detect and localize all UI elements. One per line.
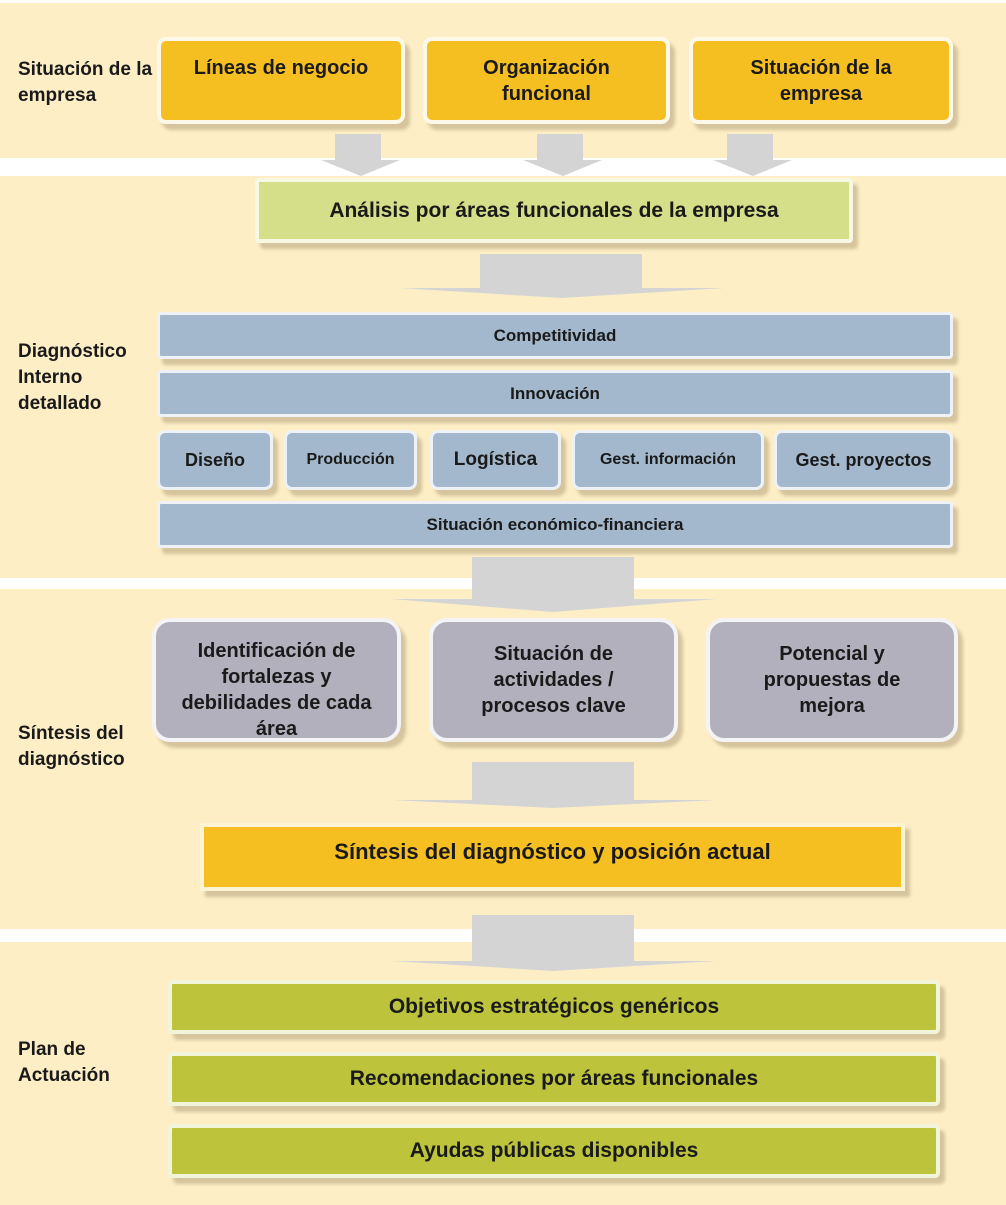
potencial-label: Potencial y propuestas de mejora: [763, 643, 901, 717]
label-plan: Plan de Actuación: [18, 1039, 110, 1086]
gest-proyectos-label: Gest. proyectos: [795, 449, 932, 470]
ayudas-label: Ayudas públicas disponibles: [409, 1139, 699, 1162]
arrow-4-icon: [400, 254, 724, 298]
box-gest-informacion: Gest. información: [572, 430, 764, 490]
arrow-2-icon: [523, 134, 602, 176]
situacion-label: Situación de la empresa: [750, 56, 892, 105]
situacion-ef-label: Situación económico-financiera: [426, 514, 684, 534]
actividades-label: Situación de actividades / procesos clav…: [481, 643, 626, 717]
analisis-label: Análisis por áreas funcionales de la emp…: [329, 198, 779, 222]
box-logistica: Logística: [430, 430, 561, 490]
box-potencial: Potencial y propuestas de mejora: [706, 618, 958, 742]
objetivos-label: Objetivos estratégicos genéricos: [388, 995, 720, 1018]
box-ayudas: Ayudas públicas disponibles: [168, 1124, 940, 1178]
row-competitividad: Competitividad: [157, 312, 953, 359]
innovacion-label: Innovación: [510, 383, 600, 403]
row-innovacion: Innovación: [157, 370, 953, 417]
label-situacion: Situación de la empresa: [18, 59, 153, 106]
produccion-label: Producción: [306, 451, 395, 468]
box-actividades: Situación de actividades / procesos clav…: [429, 618, 678, 742]
lineas-label: Líneas de negocio: [193, 57, 369, 79]
box-produccion: Producción: [284, 430, 417, 490]
label-sintesis: Síntesis del diagnóstico: [18, 723, 125, 770]
arrow-6-icon: [392, 762, 716, 808]
box-sintesis-actual: Síntesis del diagnóstico y posición actu…: [200, 823, 905, 891]
gest-informacion-label: Gest. información: [599, 451, 737, 468]
logistica-label: Logística: [453, 449, 538, 470]
row-situacion-economico-financiera: Situación económico-financiera: [157, 501, 953, 548]
label-diagnostico: Diagnóstico Interno detallado: [18, 341, 127, 414]
recomendaciones-label: Recomendaciones por áreas funcionales: [349, 1067, 759, 1090]
box-identificacion: Identificación de fortalezas y debilidad…: [152, 618, 401, 742]
box-organizacion-funcional: Organización funcional: [423, 37, 670, 124]
box-diseno: Diseño: [157, 430, 273, 490]
identificacion-label: Identificación de fortalezas y debilidad…: [181, 640, 372, 740]
arrow-5-icon: [392, 557, 716, 612]
box-analisis: Análisis por áreas funcionales de la emp…: [255, 178, 853, 243]
arrow-1-icon: [321, 134, 400, 176]
box-gest-proyectos: Gest. proyectos: [774, 430, 953, 490]
box-recomendaciones: Recomendaciones por áreas funcionales: [168, 1052, 940, 1106]
organizacion-label: Organización funcional: [483, 56, 610, 105]
box-lineas-negocio: Líneas de negocio: [157, 37, 405, 124]
diseno-label: Diseño: [184, 449, 245, 470]
box-situacion-empresa: Situación de la empresa: [689, 37, 953, 124]
sintesis-actual-label: Síntesis del diagnóstico y posición actu…: [334, 839, 771, 864]
box-objetivos: Objetivos estratégicos genéricos: [168, 980, 940, 1034]
arrow-3-icon: [713, 134, 792, 176]
arrow-7-icon: [392, 915, 716, 971]
competitividad-label: Competitividad: [493, 325, 617, 345]
